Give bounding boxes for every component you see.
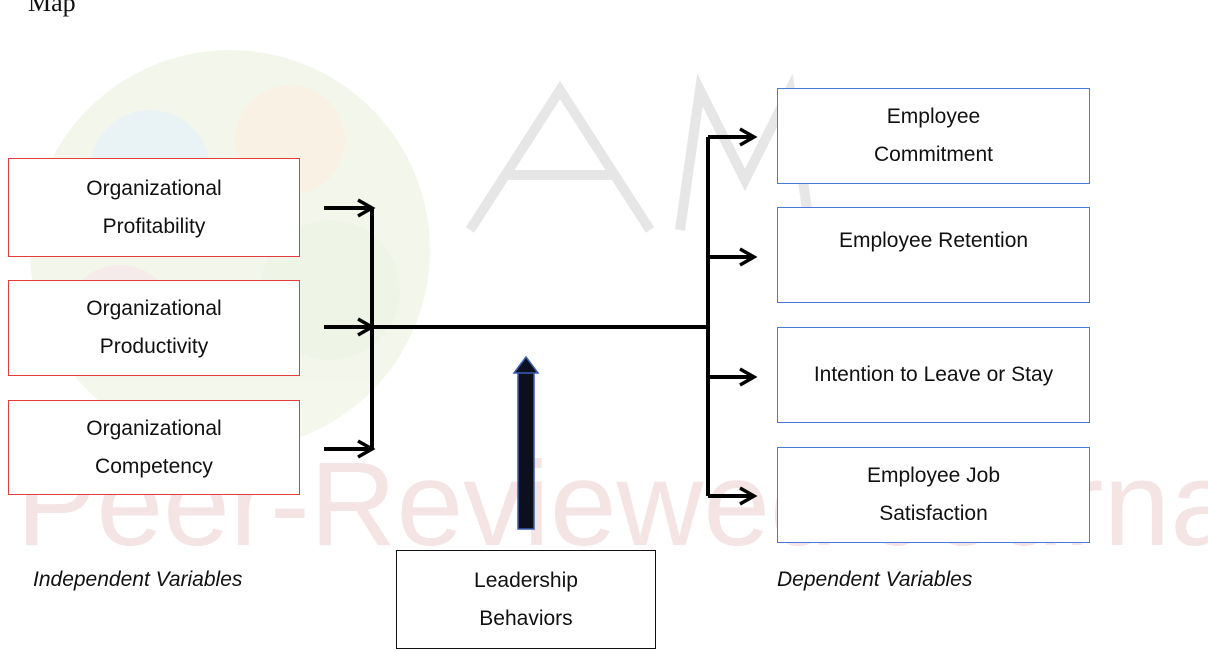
dependent-box-intention: Intention to Leave or Stay [777, 327, 1090, 423]
dependent-box-commitment: Employee Commitment [777, 88, 1090, 184]
dependent-box-satisfaction: Employee Job Satisfaction [777, 447, 1090, 543]
independent-label: Organizational Profitability [86, 176, 222, 238]
top-text-fragment: Map [28, 0, 76, 17]
independent-label: Organizational Productivity [86, 297, 222, 358]
moderator-arrow [512, 355, 540, 530]
dependent-box-retention: Employee Retention [777, 207, 1090, 303]
moderator-box: Leadership Behaviors [396, 550, 656, 649]
independent-box-productivity: Organizational Productivity [8, 280, 300, 376]
independent-caption: Independent Variables [33, 568, 243, 591]
dependent-label: Employee Commitment [873, 105, 994, 166]
moderator-label: Leadership Behaviors [474, 568, 578, 630]
independent-label: Organizational Competency [86, 416, 222, 478]
dependent-label: Intention to Leave or Stay [813, 363, 1054, 386]
dependent-label: Employee Retention [838, 229, 1029, 252]
dependent-caption: Dependent Variables [777, 568, 973, 591]
independent-box-profitability: Organizational Profitability [8, 158, 300, 257]
dependent-label: Employee Job Satisfaction [866, 464, 1001, 525]
independent-box-competency: Organizational Competency [8, 400, 300, 495]
